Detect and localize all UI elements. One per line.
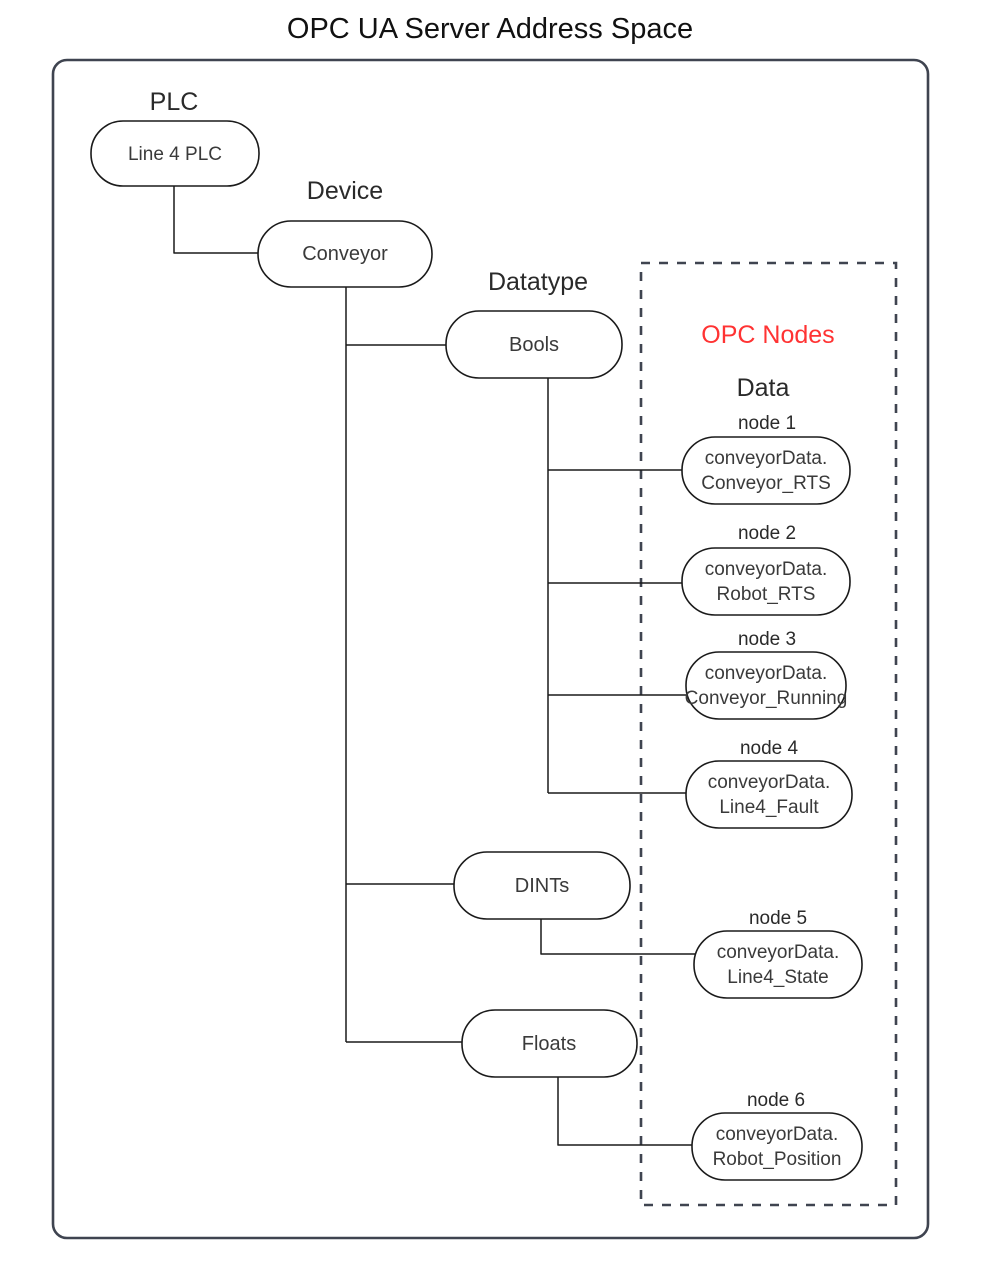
opc-node-3-shape bbox=[685, 651, 847, 720]
opc-node-2-line1: conveyorData. bbox=[705, 559, 828, 580]
opc-node-2[interactable]: node 2 conveyorData. Robot_RTS bbox=[681, 523, 851, 616]
node-dints[interactable]: DINTs bbox=[453, 851, 631, 920]
opc-node-5-line2: Line4_State bbox=[727, 967, 828, 988]
opc-node-1-caption: node 1 bbox=[738, 413, 796, 434]
caption-device: Device bbox=[307, 177, 383, 205]
opc-node-6-shape bbox=[691, 1112, 863, 1181]
caption-data: Data bbox=[737, 374, 790, 402]
node-dints-shape bbox=[453, 851, 631, 920]
opc-node-4-line2: Line4_Fault bbox=[719, 797, 819, 818]
opc-node-5-caption: node 5 bbox=[749, 908, 807, 929]
opc-node-6-line2: Robot_Position bbox=[713, 1149, 842, 1170]
opc-node-1-line2: Conveyor_RTS bbox=[701, 473, 831, 494]
caption-datatype: Datatype bbox=[488, 268, 588, 296]
node-bools-label: Bools bbox=[509, 334, 559, 356]
opc-node-1-shape bbox=[681, 436, 851, 505]
connector-dints-to-node5 bbox=[540, 919, 696, 955]
node-bools[interactable]: Bools bbox=[445, 310, 623, 379]
opc-node-1-line1: conveyorData. bbox=[705, 448, 828, 469]
node-conveyor-shape bbox=[257, 220, 433, 288]
opc-node-6-caption: node 6 bbox=[747, 1090, 805, 1111]
node-conveyor[interactable]: Conveyor bbox=[257, 220, 433, 288]
opc-node-4-caption: node 4 bbox=[740, 738, 799, 759]
opc-node-5-line1: conveyorData. bbox=[717, 942, 840, 963]
opc-node-6[interactable]: node 6 conveyorData. Robot_Position bbox=[691, 1090, 863, 1181]
node-dints-label: DINTs bbox=[515, 875, 569, 897]
node-floats-label: Floats bbox=[522, 1033, 576, 1055]
opc-node-3[interactable]: node 3 conveyorData. Conveyor_Running bbox=[685, 629, 848, 720]
connector-plc-to-device bbox=[173, 185, 258, 254]
node-floats[interactable]: Floats bbox=[461, 1009, 638, 1078]
caption-opc-nodes: OPC Nodes bbox=[701, 321, 834, 349]
opc-node-3-caption: node 3 bbox=[738, 629, 796, 650]
page-title: OPC UA Server Address Space bbox=[287, 13, 693, 45]
node-bools-shape bbox=[445, 310, 623, 379]
node-line-4-plc-label: Line 4 PLC bbox=[128, 144, 222, 165]
opc-node-2-shape bbox=[681, 547, 851, 616]
opc-node-4-shape bbox=[685, 760, 853, 829]
caption-plc: PLC bbox=[150, 88, 199, 116]
opc-nodes-region-frame bbox=[639, 261, 898, 1207]
opc-node-3-line2: Conveyor_Running bbox=[685, 688, 848, 709]
node-line-4-plc-shape bbox=[90, 120, 260, 187]
opc-node-3-line1: conveyorData. bbox=[705, 663, 828, 684]
opc-node-5-shape bbox=[693, 930, 863, 999]
connector-floats-to-node6 bbox=[557, 1077, 694, 1146]
node-conveyor-label: Conveyor bbox=[302, 243, 388, 265]
opc-node-2-caption: node 2 bbox=[738, 523, 796, 544]
opc-node-2-line2: Robot_RTS bbox=[717, 584, 816, 605]
opc-node-5[interactable]: node 5 conveyorData. Line4_State bbox=[693, 908, 863, 999]
opc-node-1[interactable]: node 1 conveyorData. Conveyor_RTS bbox=[681, 413, 851, 505]
opc-node-6-line1: conveyorData. bbox=[716, 1124, 839, 1145]
opc-node-4-line1: conveyorData. bbox=[708, 772, 831, 793]
node-line-4-plc[interactable]: Line 4 PLC bbox=[90, 120, 260, 187]
node-floats-shape bbox=[461, 1009, 638, 1078]
opc-node-4[interactable]: node 4 conveyorData. Line4_Fault bbox=[685, 738, 853, 829]
